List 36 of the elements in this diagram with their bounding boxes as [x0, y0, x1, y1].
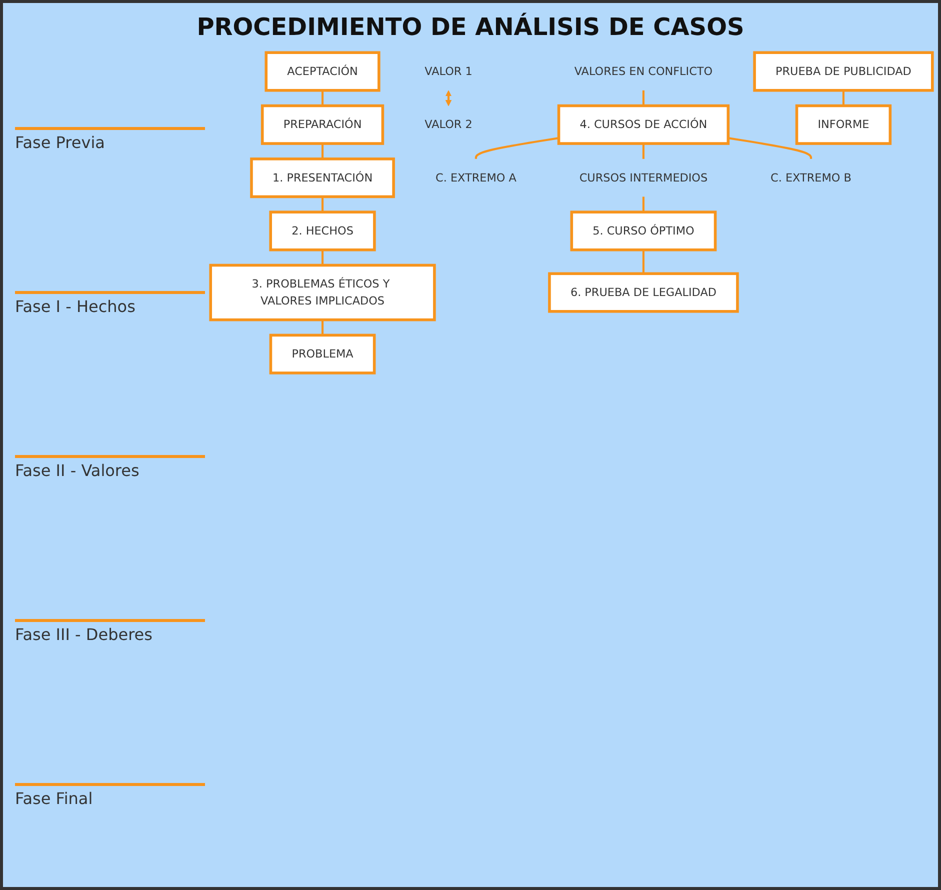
node-box: 5. CURSO ÓPTIMO: [570, 210, 717, 252]
node-box: PRUEBA DE PUBLICIDAD: [753, 51, 934, 92]
node-box: PREPARACIÓN: [260, 104, 384, 145]
connector: [321, 90, 324, 106]
phase-label: Fase III - Deberes: [15, 618, 205, 644]
connector: [321, 144, 324, 159]
node-box: 6. PRUEBA DE LEGALIDAD: [548, 272, 739, 313]
node-box: ACEPTACIÓN: [264, 51, 380, 92]
phase-label: Fase I - Hechos: [15, 290, 205, 316]
node-text: CURSOS INTERMEDIOS: [579, 170, 708, 184]
diagram-title: PROCEDIMIENTO DE ANÁLISIS DE CASOS: [196, 13, 744, 41]
node-box: PROBLEMA: [269, 334, 376, 374]
connector: [642, 250, 645, 274]
phase-label: Fase Previa: [15, 126, 205, 152]
node-text: VALOR 1: [424, 64, 472, 78]
node-text: VALORES EN CONFLICTO: [574, 64, 713, 78]
connector: [321, 250, 324, 266]
connector: [842, 90, 844, 106]
node-box: 4. CURSOS DE ACCIÓN: [557, 104, 730, 145]
node-box: 1. PRESENTACIÓN: [250, 158, 395, 198]
connector: [642, 144, 645, 159]
arrow: [445, 90, 452, 106]
connector: [728, 137, 812, 159]
node-text: C. EXTREMO A: [436, 170, 516, 184]
phase-label: Fase Final: [15, 782, 205, 808]
connector: [474, 137, 559, 159]
connector: [321, 196, 324, 212]
node-text: C. EXTREMO B: [770, 170, 852, 184]
connector: [642, 90, 645, 106]
node-box: INFORME: [795, 104, 892, 145]
connector: [321, 320, 324, 336]
connector: [642, 196, 645, 212]
node-box: 2. HECHOS: [269, 210, 376, 252]
node-box: 3. PROBLEMAS ÉTICOS Y VALORES IMPLICADOS: [209, 264, 436, 322]
phase-label: Fase II - Valores: [15, 454, 205, 480]
node-text: VALOR 2: [424, 118, 472, 131]
